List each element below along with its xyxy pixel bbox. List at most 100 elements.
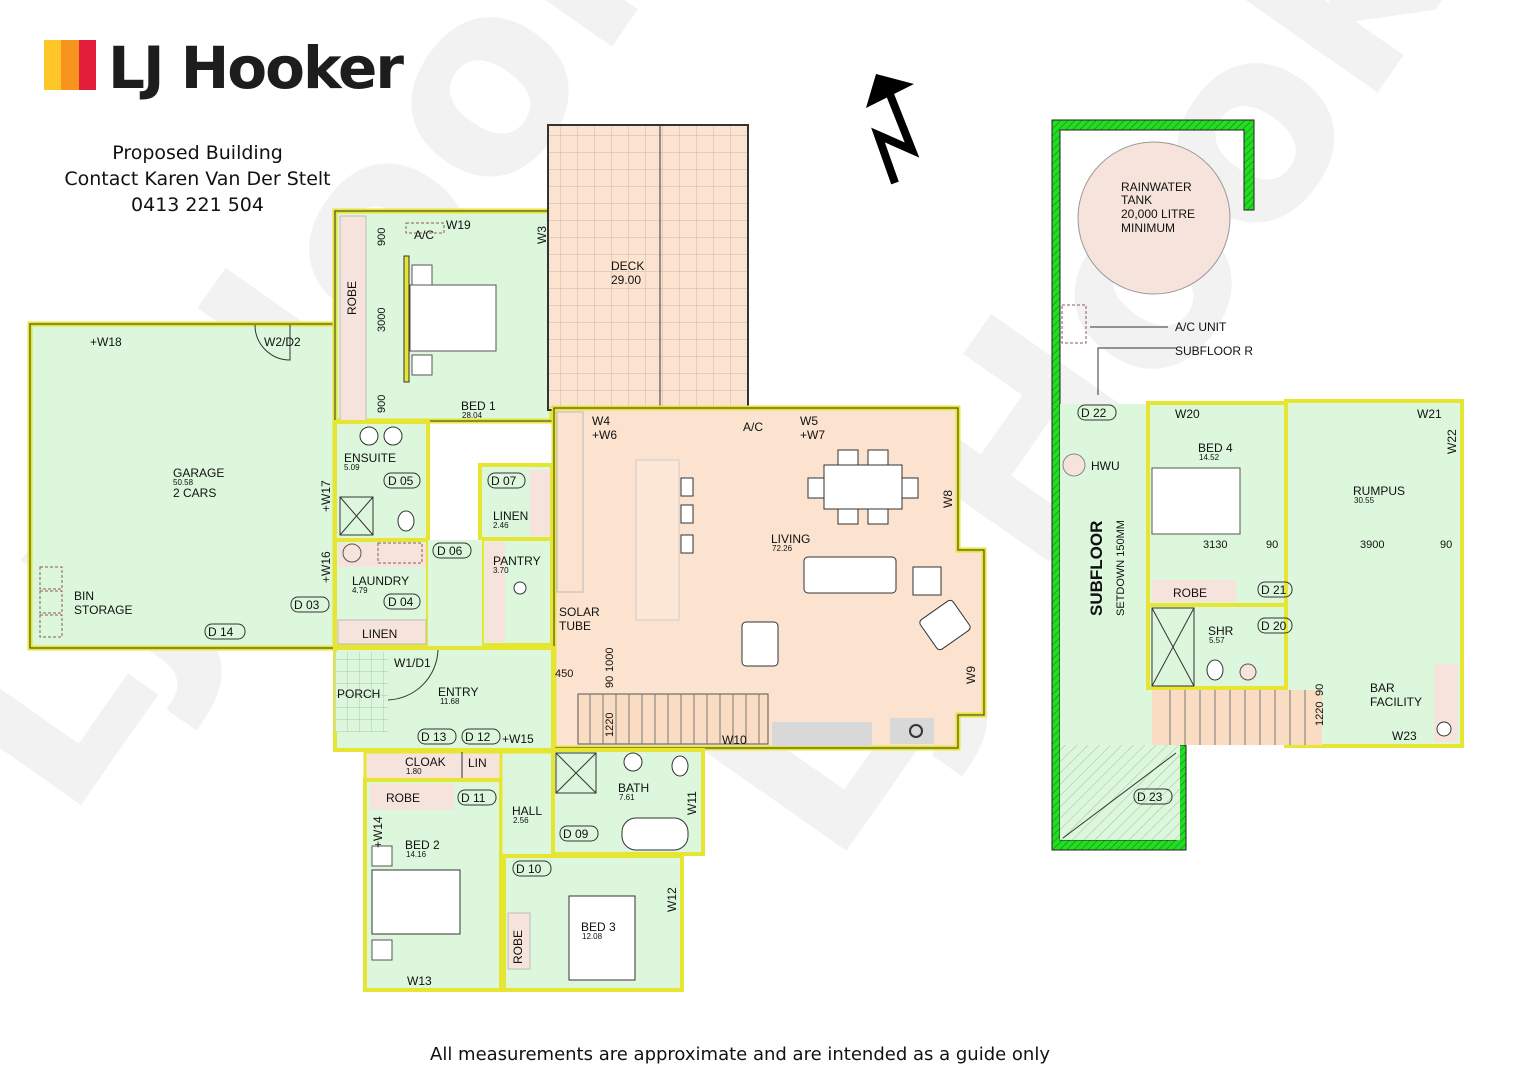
svg-text:30.55: 30.55 (1354, 496, 1375, 505)
svg-text:1.80: 1.80 (406, 767, 422, 776)
room-hall (499, 750, 555, 858)
contact-title: Proposed Building (112, 142, 283, 164)
label-shr: SHR (1208, 624, 1234, 638)
door-tags-main (204, 472, 599, 877)
label-lin: LIN (468, 756, 487, 770)
svg-text:90: 90 (1440, 539, 1452, 551)
svg-text:12.08: 12.08 (582, 932, 603, 941)
svg-text:W2/D2: W2/D2 (264, 335, 301, 349)
logo-mark (44, 40, 96, 90)
svg-text:W4: W4 (592, 414, 610, 428)
label-hall: HALL (512, 804, 542, 818)
svg-text:4.79: 4.79 (352, 586, 368, 595)
label-bed-1: BED 1 (461, 399, 496, 413)
svg-text:+W7: +W7 (800, 428, 825, 442)
label-ensuite: ENSUITE (344, 451, 396, 465)
label-bar-facility: BAR (1370, 681, 1395, 695)
svg-text:14.16: 14.16 (406, 850, 427, 859)
svg-text:D 20: D 20 (1261, 619, 1287, 633)
svg-text:+W14: +W14 (371, 816, 385, 848)
svg-text:W12: W12 (665, 887, 679, 912)
svg-text:D 13: D 13 (421, 730, 447, 744)
svg-text:450: 450 (555, 668, 573, 680)
room-entry (333, 646, 555, 752)
svg-text:90: 90 (604, 676, 616, 688)
label-robe-3: ROBE (511, 930, 525, 964)
label-pantry: PANTRY (493, 554, 541, 568)
contact-block: Proposed Building Contact Karen Van Der … (20, 140, 375, 218)
label-linen-2: LINEN (493, 509, 528, 523)
labels-subfloor: RAINWATER TANK 20,000 LITRE MINIMUM A/C … (1081, 180, 1459, 804)
label-cloak: CLOAK (405, 755, 446, 769)
room-ensuite (333, 420, 430, 542)
svg-text:W8: W8 (941, 490, 955, 508)
label-solar-tube: SOLAR (559, 605, 600, 619)
svg-text:W1/D1: W1/D1 (394, 656, 431, 670)
svg-text:11.68: 11.68 (440, 697, 460, 706)
svg-text:D 11: D 11 (461, 791, 486, 805)
svg-text:D 04: D 04 (388, 595, 414, 609)
svg-text:+W18: +W18 (90, 335, 122, 349)
svg-text:W11: W11 (685, 791, 699, 815)
room-bed-1 (332, 208, 555, 424)
label-bath: BATH (618, 781, 649, 795)
svg-text:D 05: D 05 (388, 474, 414, 488)
svg-text:1220: 1220 (1314, 702, 1326, 726)
svg-text:MINIMUM: MINIMUM (1121, 221, 1175, 235)
svg-text:1000: 1000 (604, 648, 616, 672)
svg-text:90: 90 (1266, 539, 1278, 551)
room-living (551, 405, 987, 751)
svg-text:5.09: 5.09 (344, 463, 360, 472)
svg-text:14.52: 14.52 (1199, 453, 1220, 462)
label-bed-3: BED 3 (581, 920, 616, 934)
svg-text:1220: 1220 (604, 713, 616, 737)
svg-text:7.61: 7.61 (619, 793, 635, 802)
svg-text:2 CARS: 2 CARS (173, 486, 216, 500)
svg-text:W10: W10 (722, 733, 747, 747)
svg-text:W19: W19 (446, 218, 471, 232)
label-garage: GARAGE (173, 466, 224, 480)
svg-text:D 21: D 21 (1261, 583, 1287, 597)
svg-text:29.00: 29.00 (611, 273, 641, 287)
label-entry: ENTRY (438, 685, 478, 699)
svg-text:900: 900 (376, 395, 388, 413)
svg-text:+W15: +W15 (502, 732, 534, 746)
svg-text:28.04: 28.04 (462, 411, 483, 420)
svg-text:D 12: D 12 (465, 730, 491, 744)
svg-text:72.26: 72.26 (772, 544, 793, 553)
svg-text:A/C: A/C (414, 228, 434, 242)
label-rainwater-tank: RAINWATER (1121, 180, 1192, 194)
label-ac-unit: A/C UNIT (1175, 320, 1227, 334)
svg-text:FACILITY: FACILITY (1370, 695, 1422, 709)
svg-text:D 09: D 09 (563, 827, 589, 841)
svg-text:20,000 LITRE: 20,000 LITRE (1121, 207, 1195, 221)
disclaimer: All measurements are approximate and are… (430, 1044, 1050, 1065)
svg-text:TUBE: TUBE (559, 619, 591, 633)
svg-text:W22: W22 (1445, 429, 1459, 454)
svg-text:D 14: D 14 (208, 625, 234, 639)
svg-text:W21: W21 (1417, 407, 1442, 421)
label-laundry: LAUNDRY (352, 574, 409, 588)
room-linen-pantry (478, 463, 554, 647)
svg-text:TANK: TANK (1121, 193, 1152, 207)
contact-name: Contact Karen Van Der Stelt (64, 168, 331, 190)
svg-text:D 10: D 10 (516, 862, 542, 876)
svg-text:+W17: +W17 (319, 480, 333, 512)
svg-text:W9: W9 (964, 666, 978, 684)
svg-text:2.46: 2.46 (493, 521, 509, 530)
svg-text:D 22: D 22 (1081, 406, 1107, 420)
label-robe-1: ROBE (345, 281, 359, 315)
svg-text:3900: 3900 (1360, 539, 1384, 551)
north-arrow-icon (866, 74, 920, 185)
svg-text:D 06: D 06 (437, 544, 463, 558)
svg-text:D 03: D 03 (294, 598, 320, 612)
label-hwu: HWU (1091, 459, 1120, 473)
svg-text:90: 90 (1314, 684, 1326, 696)
svg-text:STORAGE: STORAGE (74, 603, 132, 617)
room-garage (27, 321, 338, 651)
label-deck: DECK (611, 259, 644, 273)
label-bin-storage: BIN (74, 589, 94, 603)
svg-text:900: 900 (376, 228, 388, 246)
label-subfloor: SUBFLOOR (1087, 521, 1106, 616)
